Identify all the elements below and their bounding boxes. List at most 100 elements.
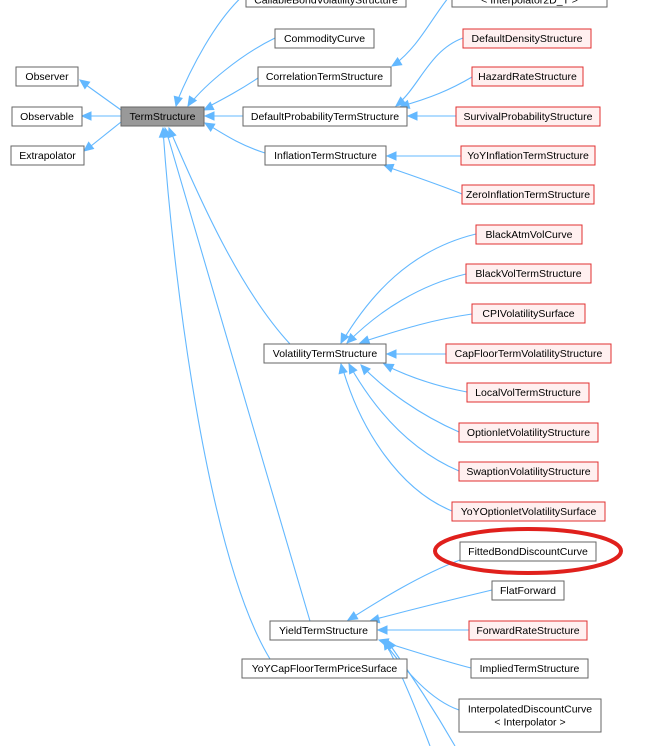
edge-offscreen2-yield <box>386 638 456 746</box>
node-box <box>458 422 599 443</box>
nodes-layer: CallableBondVolatilityStructure < Interpo… <box>10 0 612 733</box>
edge-zeroinfl-inflation <box>382 163 463 195</box>
node-label: BlackVolTermStructure <box>475 268 581 280</box>
class-node-callable[interactable]: CallableBondVolatilityStructure <box>245 0 407 8</box>
node-box <box>15 66 79 87</box>
class-node-implied[interactable]: ImpliedTermStructure <box>470 658 589 679</box>
class-node-observable[interactable]: Observable <box>11 106 83 127</box>
class-node-flatforward[interactable]: FlatForward <box>491 580 565 601</box>
node-box <box>264 145 387 166</box>
node-label: InterpolatedDiscountCurve <box>468 703 592 715</box>
edge-swaption-volatility <box>348 362 460 472</box>
node-label: Observer <box>25 71 69 83</box>
node-box <box>471 66 584 87</box>
edge-optionlet-volatility <box>360 364 460 433</box>
edge-interp2d-correlation <box>390 0 448 67</box>
node-label: ForwardRateStructure <box>476 625 579 637</box>
node-box <box>245 0 407 8</box>
edge-localvol-volatility <box>382 363 468 393</box>
class-node-commodity[interactable]: CommodityCurve <box>274 28 375 49</box>
node-box <box>257 66 392 87</box>
class-node-volatility[interactable]: VolatilityTermStructure <box>263 343 387 364</box>
node-label: YoYOptionletVolatilitySurface <box>461 506 597 518</box>
class-node-termstructure[interactable]: TermStructure <box>120 106 205 127</box>
edge-yoyinfl-inflation <box>385 151 461 161</box>
class-node-forwardrate[interactable]: ForwardRateStructure <box>468 620 588 641</box>
node-box <box>242 106 408 127</box>
node-label: LocalVolTermStructure <box>475 387 581 399</box>
node-box <box>465 263 592 284</box>
class-node-observer[interactable]: Observer <box>15 66 79 87</box>
node-label: YieldTermStructure <box>279 625 368 637</box>
class-node-interp2d[interactable]: < Interpolator2D_T > <box>451 0 608 8</box>
node-box <box>455 106 601 127</box>
class-node-survival[interactable]: SurvivalProbabilityStructure <box>455 106 601 127</box>
node-box <box>458 698 602 733</box>
node-label: TermStructure <box>130 111 196 123</box>
node-label: OptionletVolatilityStructure <box>467 427 590 439</box>
class-node-interpdiscount[interactable]: InterpolatedDiscountCurve< Interpolator … <box>458 698 602 733</box>
node-box <box>460 145 596 166</box>
class-node-correlation[interactable]: CorrelationTermStructure <box>257 66 392 87</box>
node-box <box>466 382 590 403</box>
class-node-blackvol[interactable]: BlackVolTermStructure <box>465 263 592 284</box>
node-label: Extrapolator <box>19 150 76 162</box>
class-node-extrapolator[interactable]: Extrapolator <box>10 145 85 166</box>
node-box <box>269 620 378 641</box>
node-box <box>471 303 586 324</box>
class-node-swaption[interactable]: SwaptionVolatilityStructure <box>458 461 599 482</box>
node-label: Observable <box>20 111 74 123</box>
node-label: ImpliedTermStructure <box>480 663 580 675</box>
edge-yield-termstructure <box>162 126 311 622</box>
class-node-fittedbond[interactable]: FittedBondDiscountCurve <box>459 541 597 562</box>
edge-fittedbond-yield <box>346 559 461 621</box>
node-label-line2: < Interpolator > <box>494 716 565 728</box>
edge-survival-defaultprob <box>406 111 456 121</box>
edge-commodity-termstructure <box>187 37 276 108</box>
node-box <box>468 620 588 641</box>
class-node-blackatm[interactable]: BlackAtmVolCurve <box>475 224 583 245</box>
class-node-yield[interactable]: YieldTermStructure <box>269 620 378 641</box>
class-node-inflation[interactable]: InflationTermStructure <box>264 145 387 166</box>
edge-defaultdensity-defaultprob <box>395 37 464 107</box>
edge-capfloor-volatility <box>385 349 446 359</box>
node-label: YoYCapFloorTermPriceSurface <box>252 663 398 675</box>
class-node-cpivol[interactable]: CPIVolatilitySurface <box>471 303 586 324</box>
edge-termstructure-observable <box>80 111 121 121</box>
node-box <box>241 658 408 679</box>
node-box <box>459 541 597 562</box>
node-box <box>274 28 375 49</box>
node-box <box>475 224 583 245</box>
node-label: ZeroInflationTermStructure <box>466 189 590 201</box>
class-node-localvol[interactable]: LocalVolTermStructure <box>466 382 590 403</box>
node-label: CommodityCurve <box>284 33 365 45</box>
node-label: DefaultProbabilityTermStructure <box>251 111 399 123</box>
node-label: FittedBondDiscountCurve <box>468 546 588 558</box>
node-box <box>120 106 205 127</box>
class-node-optionlet[interactable]: OptionletVolatilityStructure <box>458 422 599 443</box>
node-box <box>10 145 85 166</box>
class-node-zeroinfl[interactable]: ZeroInflationTermStructure <box>461 184 595 205</box>
edges-layer <box>79 0 493 746</box>
class-node-yoycapfloor[interactable]: YoYCapFloorTermPriceSurface <box>241 658 408 679</box>
class-node-defaultdensity[interactable]: DefaultDensityStructure <box>462 28 592 49</box>
node-box <box>470 658 589 679</box>
edge-forwardrate-yield <box>376 625 469 635</box>
class-node-hazardrate[interactable]: HazardRateStructure <box>471 66 584 87</box>
node-label: YoYInflationTermStructure <box>467 150 589 162</box>
edge-blackatm-volatility <box>340 233 477 345</box>
edge-defaultprob-termstructure <box>203 111 243 121</box>
edge-callable-termstructure <box>173 0 240 108</box>
class-node-yoyoptionlet[interactable]: YoYOptionletVolatilitySurface <box>451 501 606 522</box>
node-label: CPIVolatilitySurface <box>482 308 574 320</box>
node-box <box>11 106 83 127</box>
node-box <box>461 184 595 205</box>
class-node-capfloor[interactable]: CapFloorTermVolatilityStructure <box>445 343 612 364</box>
class-node-yoyinfl[interactable]: YoYInflationTermStructure <box>460 145 596 166</box>
node-label: BlackAtmVolCurve <box>486 229 573 241</box>
node-label: CallableBondVolatilityStructure <box>254 0 398 6</box>
node-box <box>445 343 612 364</box>
node-label: CapFloorTermVolatilityStructure <box>455 348 603 360</box>
class-node-defaultprob[interactable]: DefaultProbabilityTermStructure <box>242 106 408 127</box>
